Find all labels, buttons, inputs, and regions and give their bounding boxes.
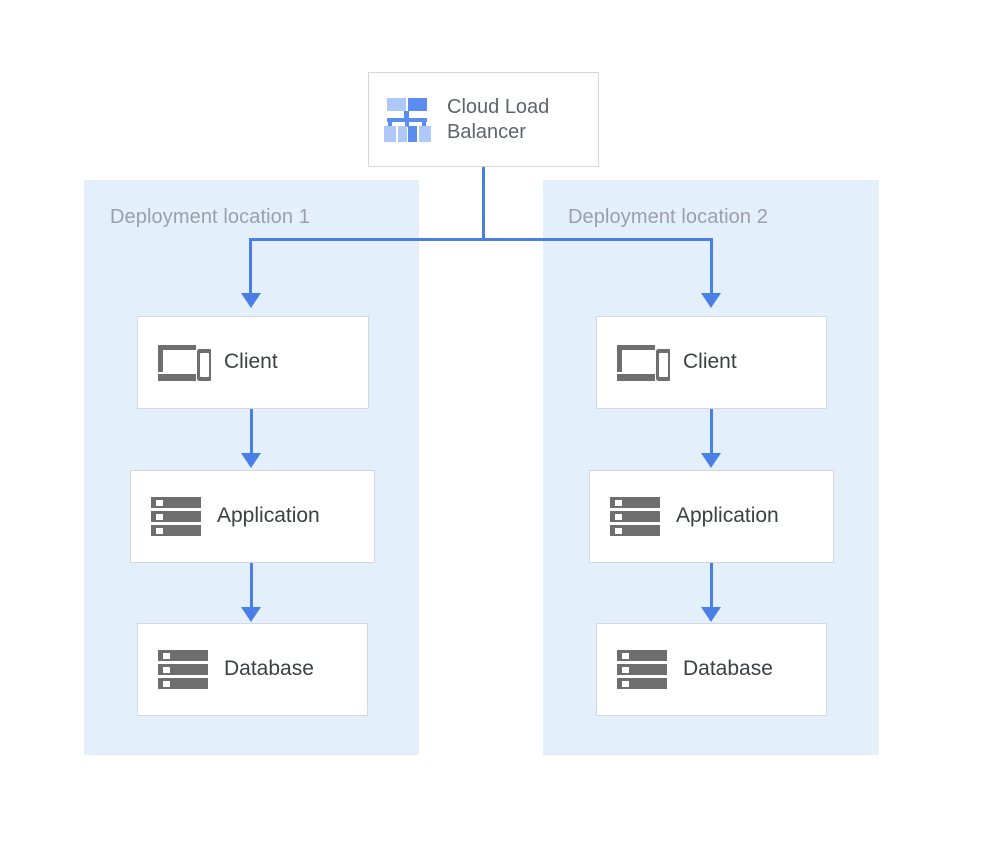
node-database-1[interactable]: Database [137,623,368,716]
arrowhead-client-1-to-app-1 [241,453,261,468]
arrowhead-app-1-to-db-1 [241,607,261,622]
node-application-2-label: Application [676,504,779,528]
node-application-1[interactable]: Application [130,470,375,563]
arrowhead-client-2-to-app-2 [701,453,721,468]
connector-lb-to-client-1 [249,238,252,296]
connector-lb-to-client-2 [710,238,713,296]
node-application-1-label: Application [217,504,320,528]
node-application-2[interactable]: Application [589,470,834,563]
server-rack-icon [152,648,214,692]
connector-client-2-to-app-2 [710,409,713,456]
connector-client-1-to-app-1 [250,409,253,456]
connector-app-1-to-db-1 [250,563,253,610]
node-client-2[interactable]: Client [596,316,827,409]
node-client-1[interactable]: Client [137,316,369,409]
arrowhead-lb-to-client-2 [701,293,721,308]
deployment-zone-1-label: Deployment location 1 [110,206,310,228]
server-rack-icon [611,648,673,692]
arrowhead-lb-to-client-1 [241,293,261,308]
connector-lb-stem [482,167,485,241]
arrowhead-app-2-to-db-2 [701,607,721,622]
node-client-1-label: Client [224,350,278,374]
server-rack-icon [145,495,207,539]
devices-icon [611,341,673,385]
node-cloud-load-balancer-label: Cloud Load Balancer [447,95,550,143]
node-database-2-label: Database [683,657,773,681]
node-database-1-label: Database [224,657,314,681]
connector-lb-bus [249,238,713,241]
node-cloud-load-balancer[interactable]: Cloud Load Balancer [368,72,599,167]
server-rack-icon [604,495,666,539]
node-database-2[interactable]: Database [596,623,827,716]
devices-icon [152,341,214,385]
load-balancer-icon [379,96,437,144]
deployment-zone-2-label: Deployment location 2 [568,206,768,228]
node-client-2-label: Client [683,350,737,374]
connector-app-2-to-db-2 [710,563,713,610]
